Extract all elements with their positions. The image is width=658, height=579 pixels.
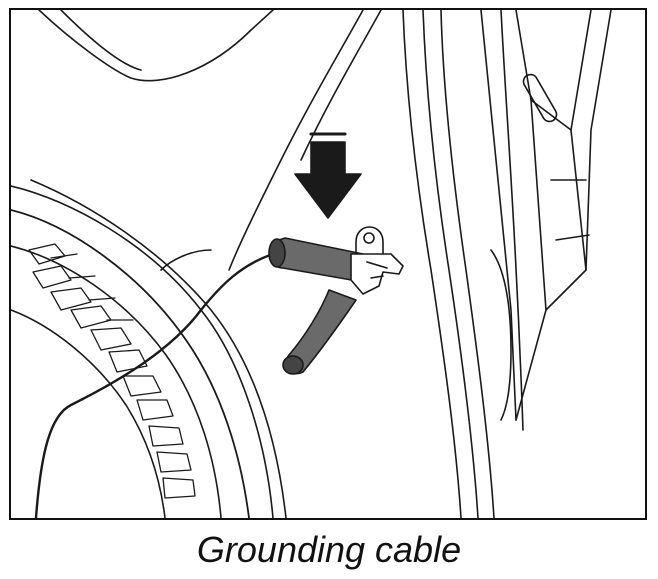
grounding-clamp-icon [268,226,404,375]
door-pillar [402,10,612,518]
tire-icon [11,209,250,518]
grounding-illustration [11,10,612,518]
tire-tread [28,243,196,499]
figure-caption: Grounding cable [196,529,462,570]
cable-icon [34,252,275,518]
down-arrow-icon [294,132,362,219]
illustration-frame [9,8,647,520]
body-panel-lines [38,10,382,271]
wheel-arch [11,179,287,518]
